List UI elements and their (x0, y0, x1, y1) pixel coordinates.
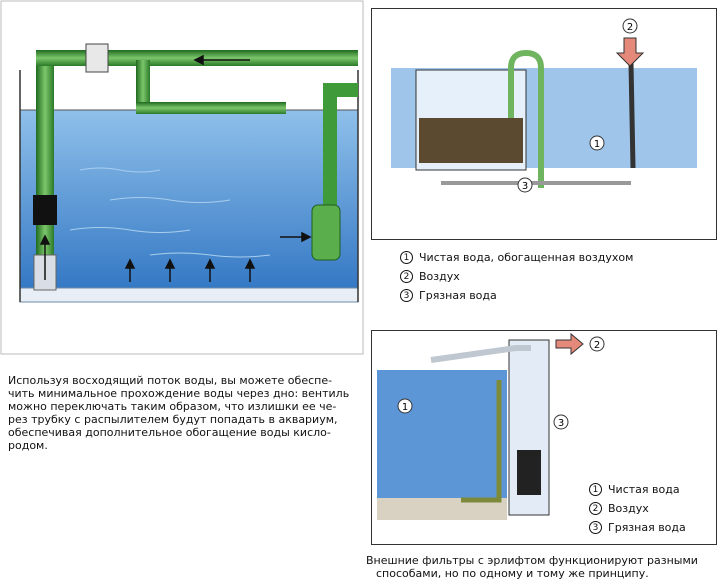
callout-circle (622, 18, 638, 34)
external-airlift-diagram: 2 1 3 (371, 330, 717, 545)
air-arrow (615, 37, 645, 67)
intake-pipe (323, 83, 358, 210)
legend-number: 3 (589, 521, 602, 534)
valve (85, 43, 109, 73)
air-arrow (555, 332, 584, 356)
undergravel-filter-diagram (0, 0, 364, 355)
left-diagram-panel (0, 0, 365, 356)
legend-item: 3 Грязная вода (589, 518, 686, 537)
uplift-sponge (33, 195, 57, 225)
aquarium-water (20, 110, 358, 300)
legend-number: 1 (589, 483, 602, 496)
legend-item: 3 Грязная вода (400, 286, 633, 305)
legend-item: 1 Чистая вода (589, 480, 686, 499)
legend-number: 2 (589, 502, 602, 515)
legend-number: 1 (400, 251, 413, 264)
return-pipe (430, 345, 531, 363)
bottom-right-legend: 1 Чистая вода 2 Воздух 3 Грязная вода (589, 480, 686, 537)
callout-circle (553, 414, 569, 430)
intake-strainer (311, 204, 341, 261)
legend-label: Чистая вода (608, 483, 680, 496)
callout-2: 2 (627, 22, 633, 33)
legend-number: 2 (400, 270, 413, 283)
left-caption-line: чить минимальное прохождение воды через … (8, 387, 350, 400)
legend-label: Воздух (419, 270, 460, 283)
legend-number: 3 (400, 289, 413, 302)
legend-item: 1 Чистая вода, обогащенная воздухом (400, 248, 633, 267)
callout-1: 1 (402, 402, 408, 413)
hang-on-filter-diagram: 2 1 3 (371, 8, 717, 240)
filter-plate (19, 287, 359, 303)
bottom-right-caption: Внешние фильтры с эрлифтом функционируют… (366, 554, 716, 580)
callout-circle (589, 336, 605, 352)
legend-item: 2 Воздух (400, 267, 633, 286)
bottom-caption-line: Внешние фильтры с эрлифтом функционируют… (366, 554, 698, 567)
return-pipe-top (36, 50, 358, 66)
spray-bar (136, 102, 286, 114)
gravel (377, 498, 507, 520)
callout-2: 2 (594, 340, 600, 351)
filter-media (419, 118, 523, 163)
left-caption-line: можно переключать таким образом, что изл… (8, 400, 337, 413)
callout-3: 3 (522, 181, 528, 192)
top-right-legend: 1 Чистая вода, обогащенная воздухом 2 Во… (400, 248, 633, 305)
callout-circle (517, 177, 533, 193)
left-caption-line: рез трубку с распылителем будут попадать… (8, 413, 338, 426)
legend-label: Чистая вода, обогащенная воздухом (419, 251, 634, 264)
legend-item: 2 Воздух (589, 499, 686, 518)
left-caption-line: обеспечивая дополнительное обогащение во… (8, 426, 331, 439)
top-right-diagram-panel: 2 1 3 (371, 8, 717, 240)
callout-circle (589, 135, 605, 151)
water-ripples (69, 167, 271, 258)
bottom-caption-line: способами, но по одному и тому же принци… (376, 567, 649, 580)
callout-circle (397, 398, 413, 414)
intake-pipe (461, 380, 502, 503)
callout-1: 1 (594, 139, 600, 150)
legend-label: Воздух (608, 502, 649, 515)
flow-arrows (39, 54, 312, 282)
legend-label: Грязная вода (419, 289, 497, 302)
air-tube (628, 62, 636, 169)
bottom-right-diagram-panel: 2 1 3 (371, 330, 717, 545)
uplift-tube (508, 49, 544, 188)
callout-3: 3 (558, 418, 564, 429)
spray-bar-branch (136, 60, 150, 110)
left-caption-line: родом. (8, 439, 48, 452)
left-caption-line: Используя восходящий поток воды, вы може… (8, 374, 333, 387)
aquarium-water (377, 370, 507, 520)
uplift-tube (36, 58, 54, 258)
filter-media (517, 450, 541, 495)
left-caption: Используя восходящий поток воды, вы може… (8, 374, 363, 452)
legend-label: Грязная вода (608, 521, 686, 534)
